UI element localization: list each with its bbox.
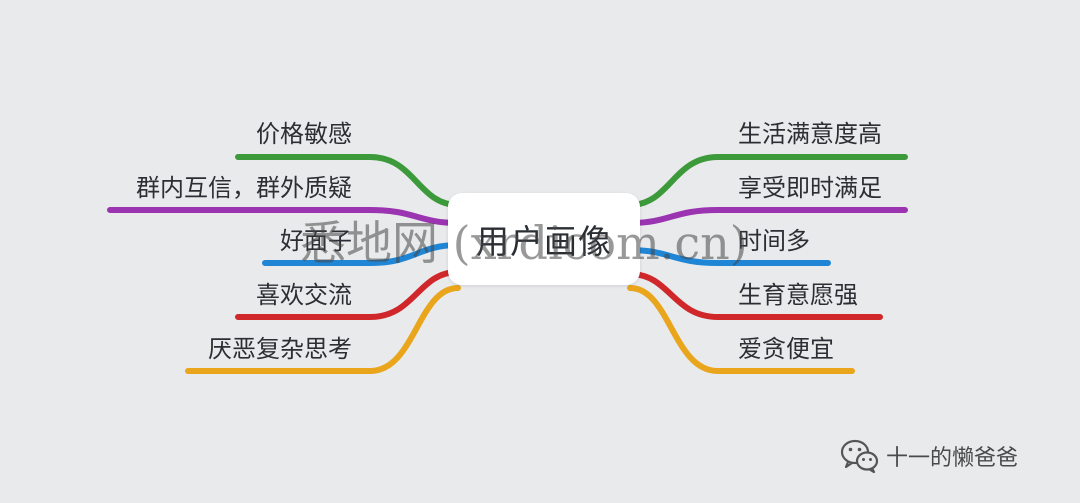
- branch-label-left-1[interactable]: 价格敏感: [256, 120, 352, 148]
- branch-line-left-4: [235, 269, 461, 320]
- branch-line-left-5: [185, 285, 461, 374]
- branch-line-left-1: [235, 154, 461, 208]
- branch-line-right-1: [627, 154, 908, 208]
- branch-label-right-2[interactable]: 享受即时满足: [738, 174, 882, 202]
- branch-label-left-4[interactable]: 喜欢交流: [256, 281, 352, 309]
- branch-line-left-3: [262, 242, 461, 266]
- branch-label-left-2[interactable]: 群内互信，群外质疑: [136, 174, 352, 202]
- central-topic-label: 用户画像: [476, 222, 612, 261]
- branch-label-right-4[interactable]: 生育意愿强: [738, 281, 858, 309]
- branch-line-left-2: [107, 207, 461, 226]
- branch-label-right-1[interactable]: 生活满意度高: [738, 120, 882, 148]
- wechat-icon: [840, 439, 879, 474]
- account-name: 十一的懒爸爸: [886, 446, 1019, 471]
- branch-line-right-4: [627, 271, 883, 320]
- branch-label-left-3[interactable]: 好面子: [280, 227, 352, 255]
- central-topic[interactable]: 用户画像: [448, 193, 640, 285]
- branch-line-right-2: [627, 207, 908, 226]
- account-footer: 十一的懒爸爸: [840, 436, 1018, 476]
- branch-label-right-5[interactable]: 爱贪便宜: [738, 335, 834, 363]
- branch-label-right-3[interactable]: 时间多: [738, 227, 810, 255]
- branch-line-right-3: [627, 247, 831, 266]
- branch-line-right-5: [627, 285, 855, 374]
- branch-label-left-5[interactable]: 厌恶复杂思考: [208, 335, 352, 363]
